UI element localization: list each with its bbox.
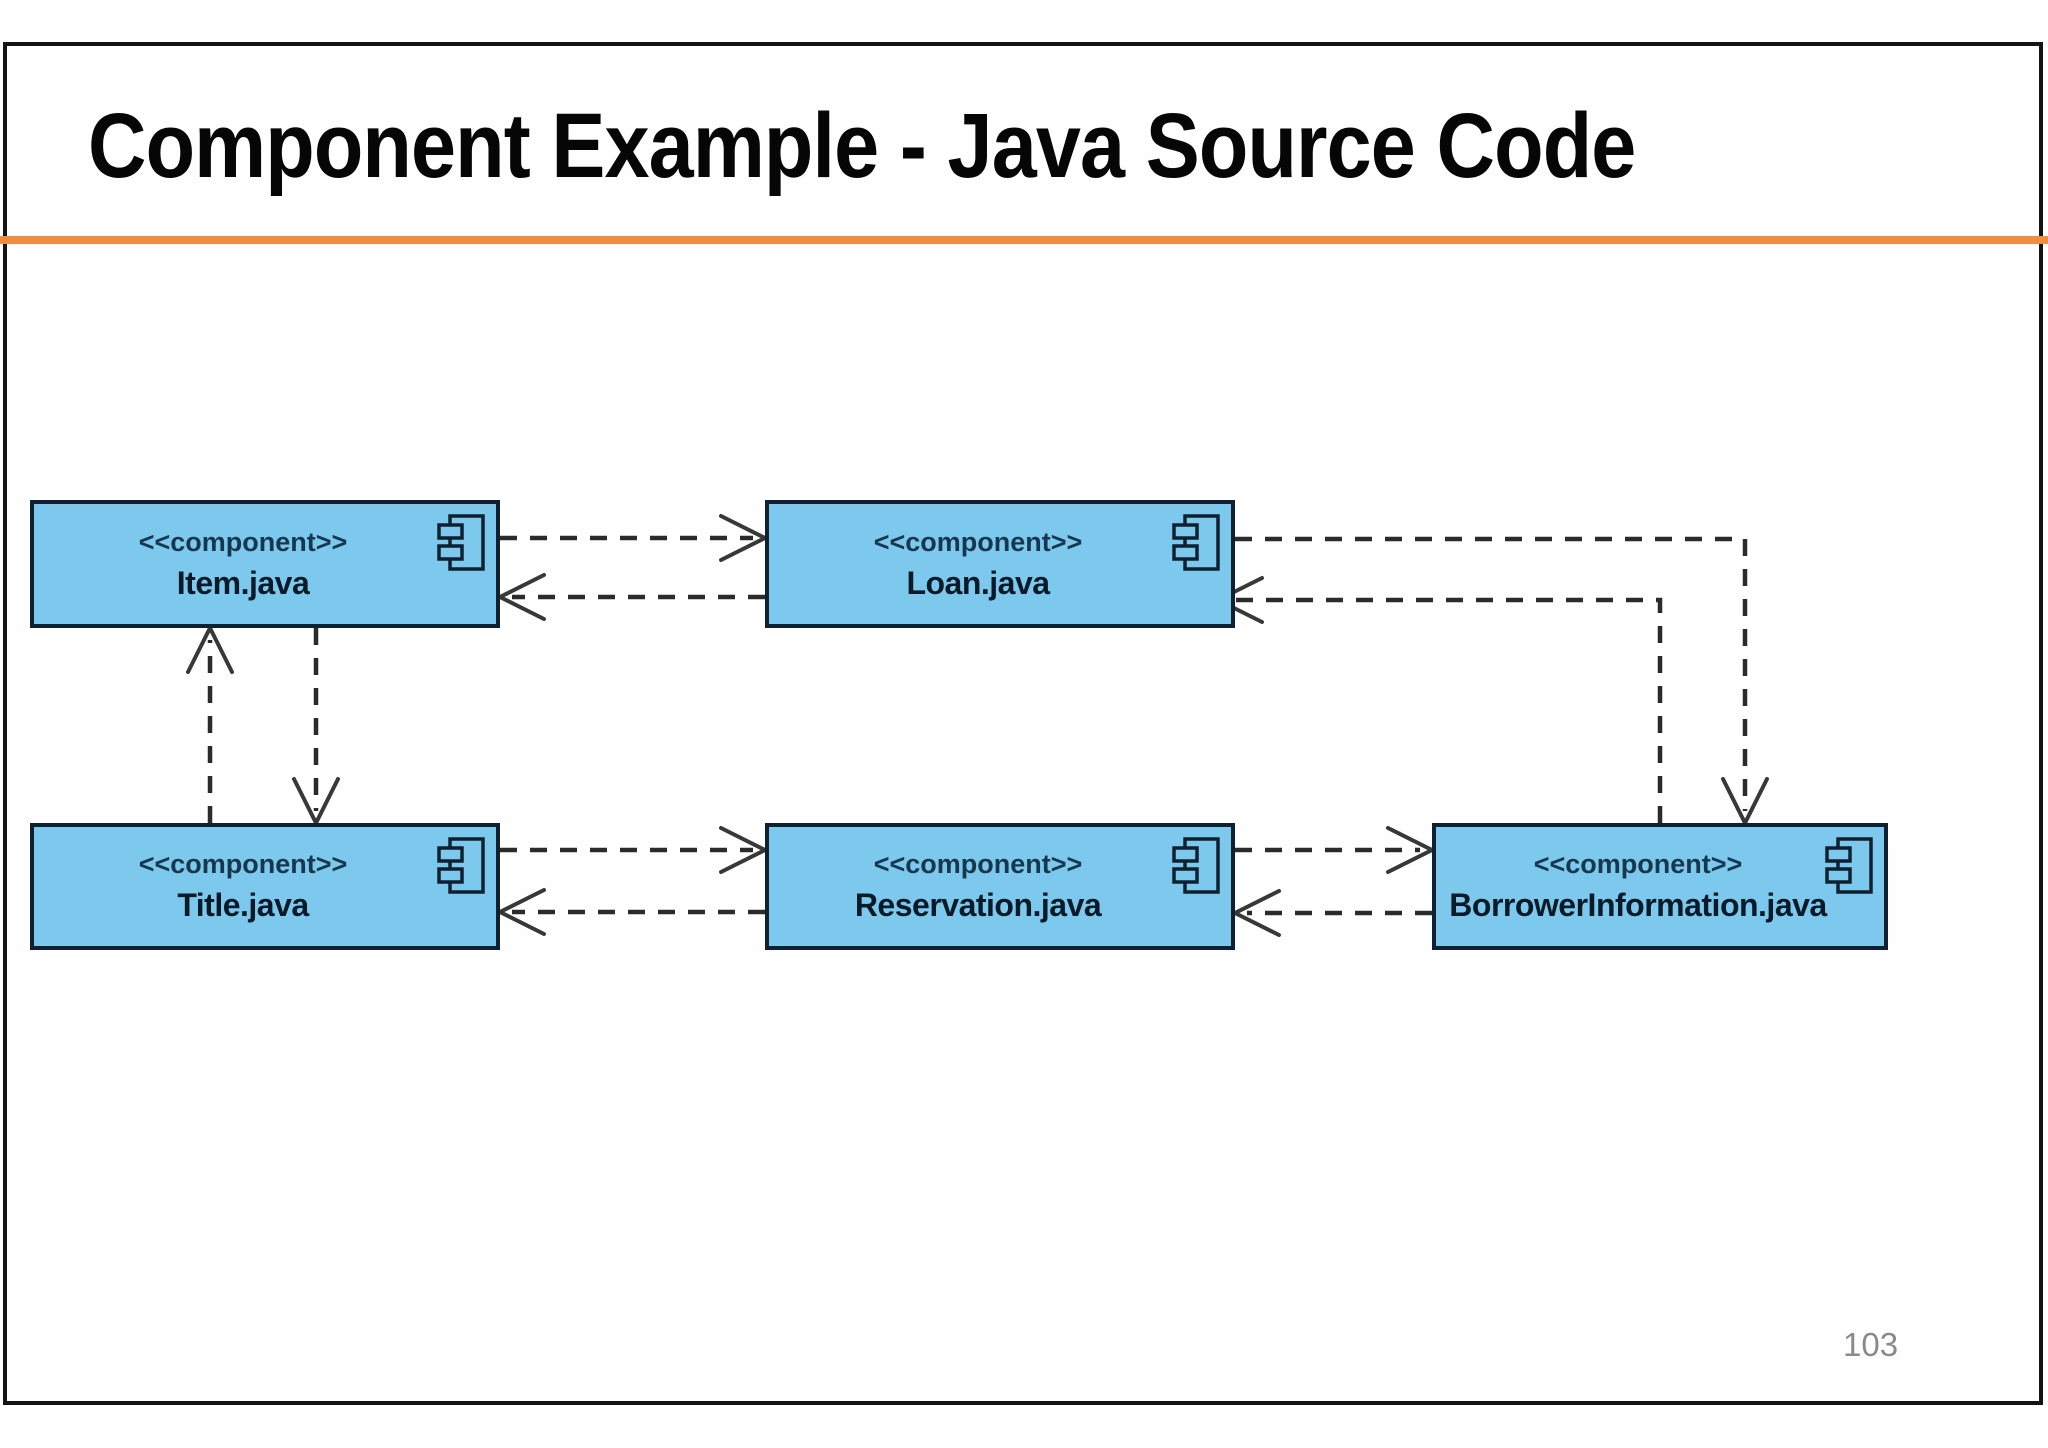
component-title: <<component>> Title.java [30, 823, 500, 950]
title-divider [0, 236, 2048, 244]
component-name: Reservation.java [854, 887, 1102, 923]
component-stereotype: <<component>> [873, 526, 1083, 557]
arrowhead-title-to-item [186, 623, 234, 674]
component-item: <<component>> Item.java [30, 500, 500, 628]
component-icon [437, 514, 485, 571]
arrowhead-loan-to-item [495, 573, 546, 621]
dependency-loan-to-borrower-information [1235, 536, 1748, 811]
component-borrower-information: <<component>> BorrowerInformation.java [1432, 823, 1888, 950]
component-stereotype: <<component>> [873, 849, 1083, 879]
component-icon [1825, 837, 1873, 894]
dependency-borrower-information-to-loan [1230, 597, 1663, 823]
component-loan: <<component>> Loan.java [765, 500, 1235, 628]
component-name: BorrowerInformation.java [1449, 887, 1827, 923]
component-name: Title.java [177, 887, 309, 923]
component-stereotype: <<component>> [138, 526, 348, 557]
component-name: Loan.java [906, 564, 1050, 601]
component-icon [1172, 837, 1220, 894]
component-icon [437, 837, 485, 894]
component-icon [1172, 514, 1220, 571]
component-reservation: <<component>> Reservation.java [765, 823, 1235, 950]
component-stereotype: <<component>> [138, 849, 348, 879]
slide-title: Component Example - Java Source Code [88, 95, 1636, 197]
component-name: Item.java [176, 564, 310, 601]
slide-border [3, 42, 2043, 1405]
arrowhead-reservation-to-title [495, 888, 546, 936]
page-number: 103 [1843, 1326, 1899, 1363]
component-stereotype: <<component>> [1533, 849, 1743, 879]
arrowhead-borrower-information-to-reservation [1230, 889, 1281, 937]
